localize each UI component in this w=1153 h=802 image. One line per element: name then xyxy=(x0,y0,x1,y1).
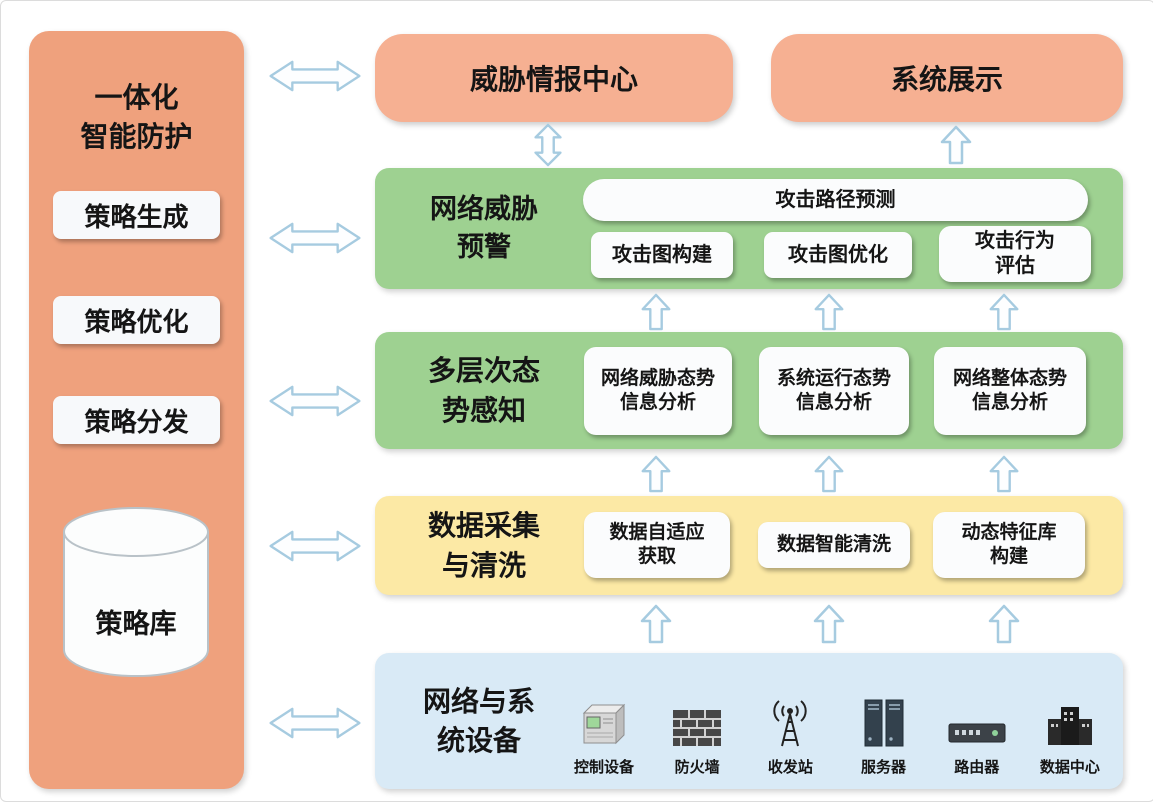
data-collection-panel: 数据采集 与清洗 数据自适应 获取 数据智能清洗 动态特征库 构建 xyxy=(375,496,1123,595)
attack-behavior-assess-box: 攻击行为 评估 xyxy=(939,226,1091,282)
threat-warning-panel: 网络威胁 预警 攻击路径预测 攻击图构建 攻击图优化 攻击行为 评估 xyxy=(375,168,1123,289)
dynamic-feature-library-box: 动态特征库 构建 xyxy=(933,512,1085,578)
device-antenna: 收发站 xyxy=(747,665,833,777)
data-adaptive-acquisition-box: 数据自适应 获取 xyxy=(584,512,730,578)
up-arrow xyxy=(641,455,671,493)
up-arrow xyxy=(989,293,1019,331)
devices-title: 网络与系 统设备 xyxy=(422,685,535,756)
devices-panel: 网络与系 统设备 控制设备 xyxy=(375,653,1123,789)
device-row: 控制设备 xyxy=(561,665,1113,777)
device-label: 防火墙 xyxy=(674,759,720,776)
situation-awareness-panel: 多层次态 势感知 网络威胁态势 信息分析 系统运行态势 信息分析 网络整体态势 … xyxy=(375,332,1123,449)
double-arrow-horizontal xyxy=(269,222,361,254)
threat-intel-center-box: 威胁情报中心 xyxy=(375,34,733,122)
server-icon xyxy=(858,687,910,749)
attack-graph-optimize-box: 攻击图优化 xyxy=(764,232,912,278)
double-arrow-vertical xyxy=(534,123,562,167)
datacenter-icon xyxy=(1044,687,1096,749)
device-label: 控制设备 xyxy=(573,759,634,776)
policy-library-label: 策略库 xyxy=(95,608,177,639)
double-arrow-horizontal xyxy=(269,385,361,417)
up-arrow xyxy=(989,455,1019,493)
policy-distribution-box: 策略分发 xyxy=(53,396,220,444)
device-datacenter: 数据中心 xyxy=(1027,665,1113,777)
double-arrow-horizontal xyxy=(269,707,361,739)
situation-awareness-title: 多层次态 势感知 xyxy=(427,355,540,426)
router-icon xyxy=(947,687,1007,749)
up-arrow xyxy=(988,604,1020,644)
device-server: 服务器 xyxy=(841,665,927,777)
device-control: 控制设备 xyxy=(561,665,647,777)
database-cylinder-icon xyxy=(63,507,209,677)
up-arrow xyxy=(814,455,844,493)
antenna-icon xyxy=(766,687,814,749)
threat-warning-title: 网络威胁 预警 xyxy=(430,193,538,262)
control-device-icon xyxy=(576,687,632,749)
up-arrow xyxy=(814,293,844,331)
network-threat-situation-box: 网络威胁态势 信息分析 xyxy=(584,347,732,435)
device-label: 收发站 xyxy=(767,759,813,776)
network-overall-situation-box: 网络整体态势 信息分析 xyxy=(934,347,1086,435)
device-router: 路由器 xyxy=(934,665,1020,777)
device-label: 数据中心 xyxy=(1039,759,1100,776)
device-firewall: 防火墙 xyxy=(654,665,740,777)
up-arrow xyxy=(640,604,672,644)
up-arrow xyxy=(813,604,845,644)
policy-generation-box: 策略生成 xyxy=(53,191,220,239)
data-smart-cleaning-box: 数据智能清洗 xyxy=(758,522,910,568)
policy-optimization-box: 策略优化 xyxy=(53,296,220,344)
up-arrow xyxy=(940,125,972,165)
data-collection-title: 数据采集 与清洗 xyxy=(427,510,540,581)
sidebar-integrated-protection: 一体化 智能防护 策略生成 策略优化 策略分发 策略库 xyxy=(29,31,244,789)
system-display-box: 系统展示 xyxy=(771,34,1123,122)
double-arrow-horizontal xyxy=(269,530,361,562)
system-operation-situation-box: 系统运行态势 信息分析 xyxy=(759,347,909,435)
attack-path-prediction-box: 攻击路径预测 xyxy=(583,179,1088,221)
up-arrow xyxy=(641,293,671,331)
device-label: 服务器 xyxy=(861,759,907,776)
double-arrow-horizontal xyxy=(269,60,361,92)
firewall-icon xyxy=(670,687,724,749)
sidebar-title: 一体化 智能防护 xyxy=(80,81,193,152)
attack-graph-build-box: 攻击图构建 xyxy=(591,232,733,278)
device-label: 路由器 xyxy=(954,759,1000,776)
